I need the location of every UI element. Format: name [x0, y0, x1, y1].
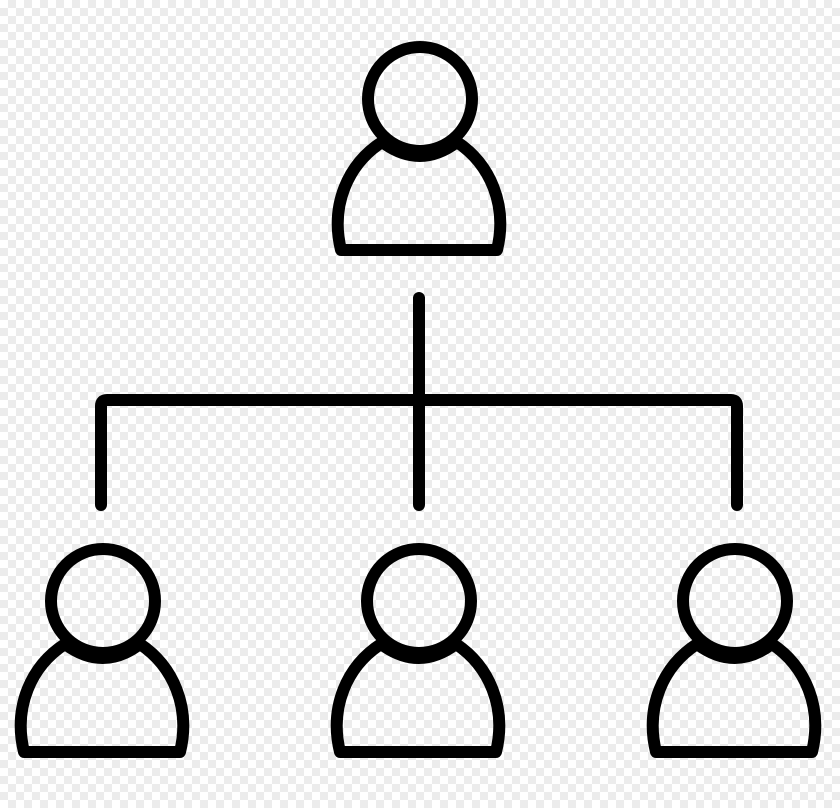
- child-person-right-icon: [646, 543, 822, 758]
- child-person-center-icon: [330, 543, 506, 758]
- child-person-left-icon: [14, 543, 190, 758]
- horizontal-branch-line: [95, 394, 743, 511]
- root-person-icon: [331, 41, 507, 256]
